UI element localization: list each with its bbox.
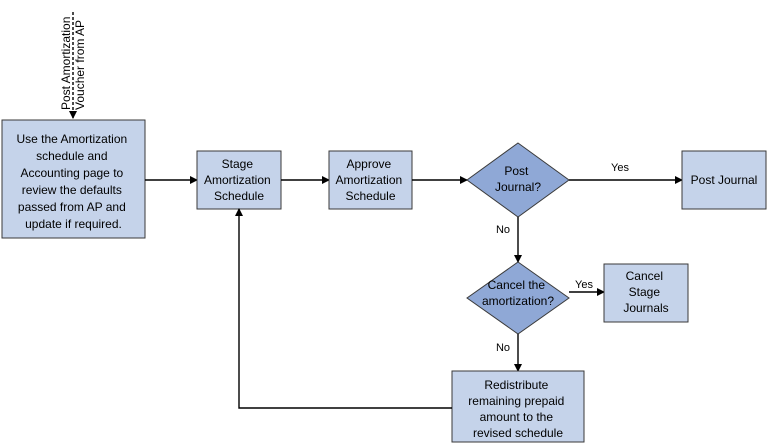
arrow-redistribute-to-stage — [235, 208, 452, 409]
node-approve-schedule: Approve Amortization Schedule — [328, 150, 413, 210]
node-cancel-stage-text: Cancel Stage Journals — [623, 269, 668, 315]
trigger-label: Post Amortization Voucher from AP — [59, 17, 87, 110]
node-stage-text: Stage Amortization Schedule — [204, 157, 274, 203]
node-redistribute: Redistribute remaining prepaid amount to… — [451, 370, 585, 443]
edge-label-yes-cancel: Yes — [575, 279, 593, 291]
node-stage-schedule: Stage Amortization Schedule — [196, 150, 282, 210]
node-approve-text: Approve Amortization Schedule — [335, 157, 405, 203]
trigger-line-2: Voucher from AP — [73, 20, 87, 110]
trigger-line-1: Post Amortization — [59, 17, 73, 110]
node-cancel-stage-journals: Cancel Stage Journals — [603, 263, 689, 323]
edge-label-no-cancel: No — [496, 342, 510, 354]
node-cancel-decision: Cancel the amortization? — [466, 261, 570, 335]
node-post-journal: Post Journal — [681, 150, 767, 210]
node-use-schedule: Use the Amortization schedule and Accoun… — [1, 119, 146, 239]
post-decision-text: Post Journal? — [495, 164, 541, 194]
node-redistribute-text: Redistribute remaining prepaid amount to… — [468, 378, 567, 440]
node-post-journal-text: Post Journal — [691, 173, 758, 187]
node-post-journal-decision: Post Journal? — [466, 142, 570, 218]
edge-label-no-post: No — [496, 224, 510, 236]
node-use-schedule-text: Use the Amortization schedule and Accoun… — [16, 132, 130, 231]
cancel-decision-text: Cancel the amortization? — [482, 278, 554, 308]
edge-label-yes-post: Yes — [611, 162, 629, 174]
